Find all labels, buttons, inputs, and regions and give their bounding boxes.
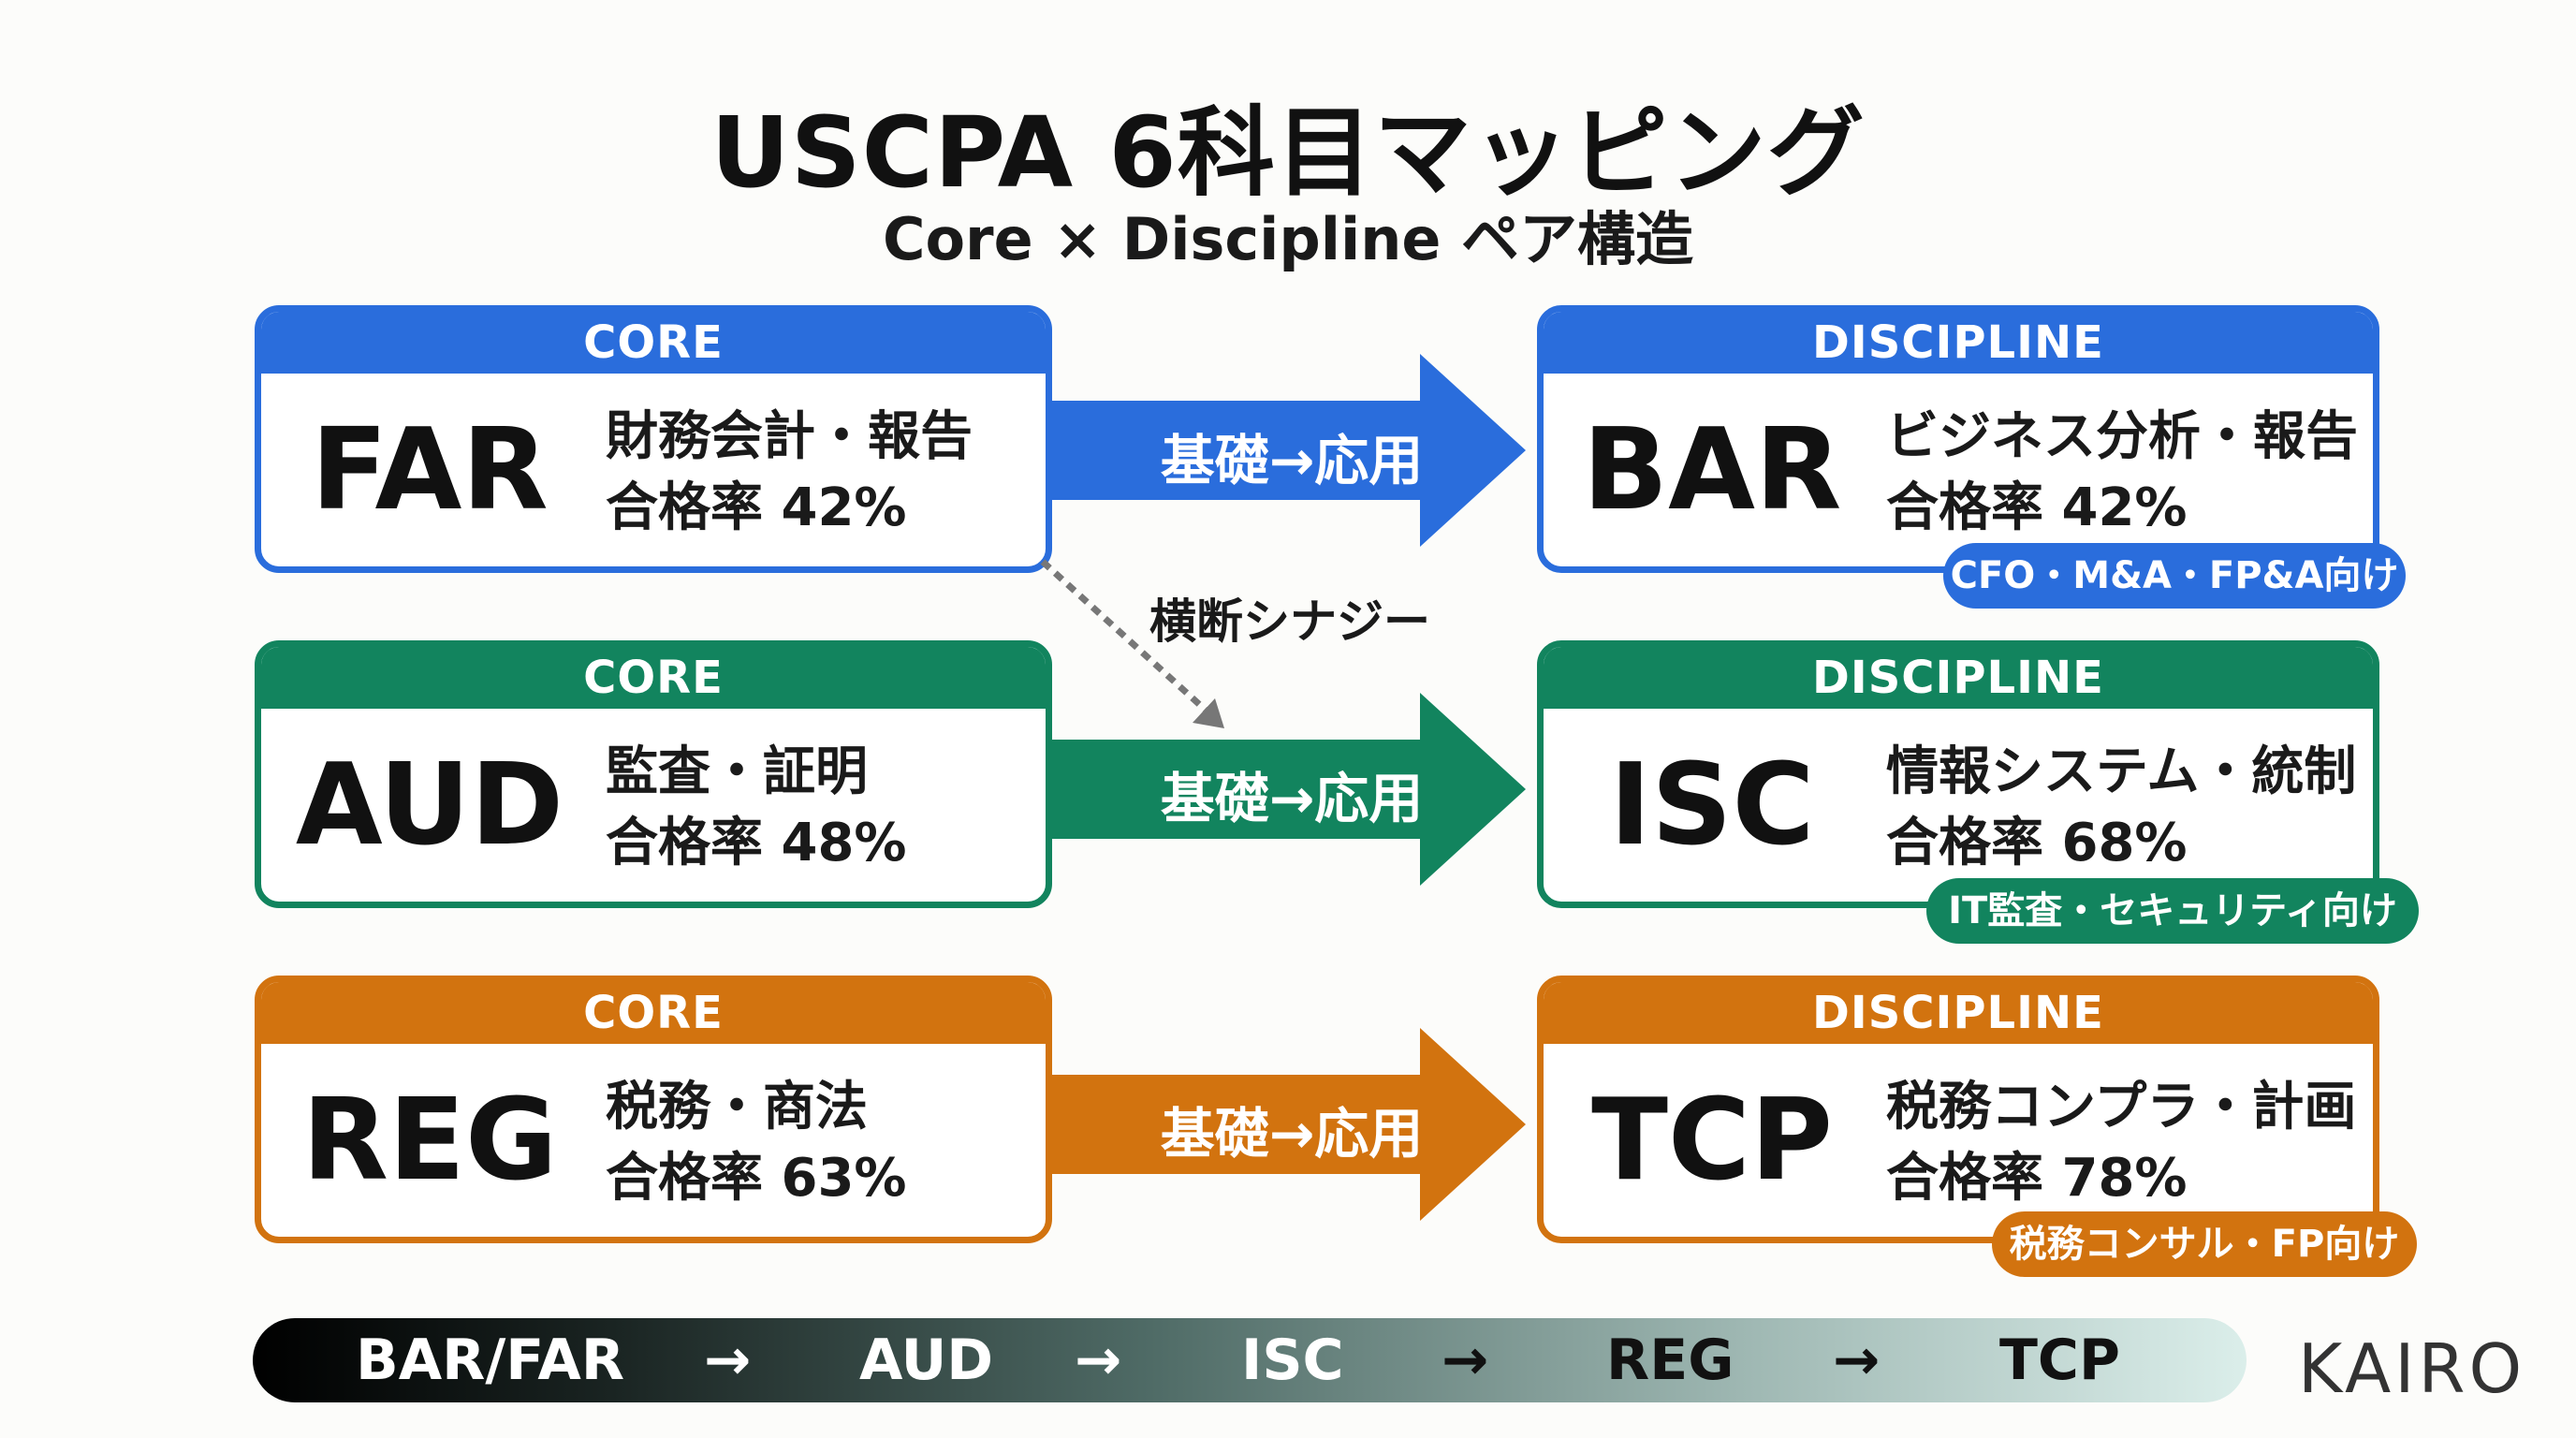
pass-rate: 合格率 78% — [1886, 1148, 2188, 1209]
subject-description: 監査・証明 — [606, 741, 868, 802]
roadmap-item: TCP — [1999, 1328, 2120, 1393]
arrow-right-icon — [1050, 693, 1526, 886]
subject-code: TCP — [1591, 1076, 1833, 1206]
roadmap-item: AUD — [859, 1328, 994, 1393]
core-card-header: CORE — [261, 647, 1046, 709]
discipline-card-header: DISCIPLINE — [1544, 982, 2373, 1044]
kairo-logo: KAIRO — [2298, 1329, 2526, 1408]
subject-code: AUD — [295, 741, 564, 871]
subject-description: ビジネス分析・報告 — [1886, 406, 2358, 467]
discipline-card-header: DISCIPLINE — [1544, 647, 2373, 709]
arrow-right-icon — [1050, 1028, 1526, 1221]
roadmap-arrow-icon: → — [704, 1328, 752, 1393]
page-title: USCPA 6科目マッピング — [710, 95, 1866, 210]
subject-code: BAR — [1582, 405, 1842, 536]
synergy-label: 横断シナジー — [1149, 594, 1430, 649]
synergy-dotted-arrow — [1040, 559, 1224, 728]
subject-code: FAR — [311, 405, 549, 536]
subject-description: 税務・商法 — [606, 1077, 868, 1137]
pass-rate: 合格率 63% — [606, 1148, 907, 1209]
discipline-card-bar: DISCIPLINE BAR ビジネス分析・報告 合格率 42% — [1537, 305, 2379, 573]
subject-description: 財務会計・報告 — [606, 406, 973, 467]
core-card-reg: CORE REG 税務・商法 合格率 63% — [255, 976, 1052, 1243]
roadmap-arrow-icon: → — [1442, 1328, 1489, 1393]
arrow-label: 基礎→応用 — [1160, 429, 1424, 492]
subject-description: 情報システム・統制 — [1886, 741, 2357, 802]
roadmap-item: ISC — [1241, 1328, 1344, 1393]
discipline-card-isc: DISCIPLINE ISC 情報システム・統制 合格率 68% — [1537, 640, 2379, 908]
roadmap-item: BAR/FAR — [356, 1328, 625, 1393]
page-subtitle: Core × Discipline ペア構造 — [882, 205, 1694, 273]
pass-rate: 合格率 48% — [606, 813, 907, 873]
core-card-header: CORE — [261, 982, 1046, 1044]
arrow-label: 基礎→応用 — [1160, 1102, 1424, 1166]
core-card-far: CORE FAR 財務会計・報告 合格率 42% — [255, 305, 1052, 573]
discipline-card-tcp: DISCIPLINE TCP 税務コンプラ・計画 合格率 78% — [1537, 976, 2379, 1243]
arrow-label: 基礎→応用 — [1160, 767, 1424, 830]
pass-rate: 合格率 68% — [1886, 813, 2188, 873]
career-tag: CFO・M&A・FP&A向け — [1943, 543, 2406, 609]
discipline-card-header: DISCIPLINE — [1544, 312, 2373, 374]
pass-rate: 合格率 42% — [1886, 477, 2188, 538]
pass-rate: 合格率 42% — [606, 477, 907, 538]
career-tag: IT監査・セキュリティ向け — [1926, 878, 2419, 944]
arrow-right-icon — [1050, 354, 1526, 547]
roadmap-arrow-icon: → — [1833, 1328, 1881, 1393]
roadmap-arrow-icon: → — [1075, 1328, 1122, 1393]
subject-description: 税務コンプラ・計画 — [1886, 1077, 2357, 1137]
roadmap-item: REG — [1606, 1328, 1734, 1393]
core-card-header: CORE — [261, 312, 1046, 374]
subject-code: ISC — [1609, 741, 1815, 871]
career-tag: 税務コンサル・FP向け — [1992, 1211, 2417, 1277]
core-card-aud: CORE AUD 監査・証明 合格率 48% — [255, 640, 1052, 908]
roadmap-bar — [253, 1318, 2247, 1402]
subject-code: REG — [301, 1076, 558, 1206]
